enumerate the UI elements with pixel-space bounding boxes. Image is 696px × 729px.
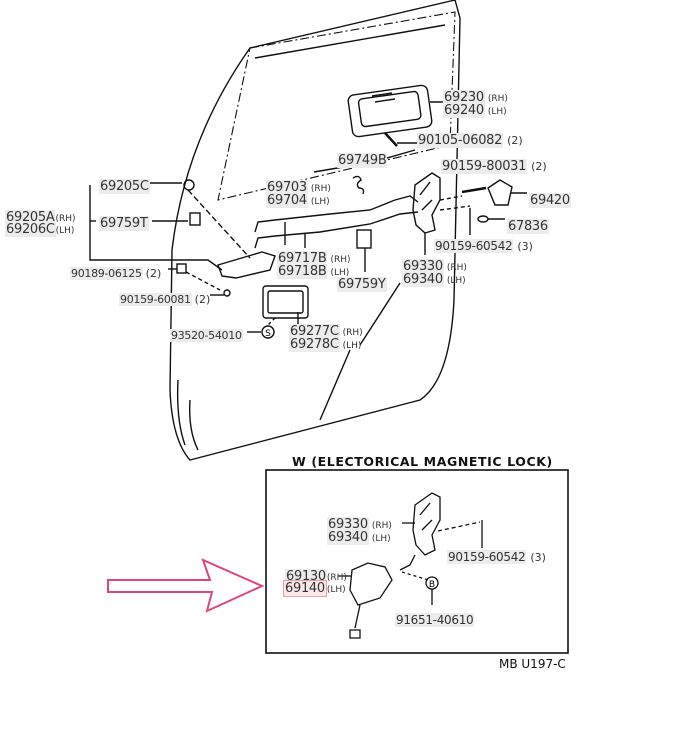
part-label: 69759Y	[337, 277, 387, 292]
pink-arrow-annotation	[107, 558, 265, 613]
part-label: 69278C(LH)	[289, 337, 362, 352]
symbol-s: S	[265, 329, 271, 339]
part-label: 69277C(RH)	[289, 324, 363, 339]
part-label: 69717B(RH)	[277, 251, 351, 266]
inset-lock-actuator	[349, 562, 393, 639]
part-label: 90189-06125(2)	[70, 267, 162, 280]
part-label: 69703(RH)	[266, 180, 331, 195]
part-label: 90159-60542(3)	[434, 239, 533, 253]
door-lock-assembly	[412, 172, 441, 234]
diagram-code: MB U197-C	[499, 657, 566, 671]
inset-title: W (ELECTORICAL MAGNETIC LOCK)	[292, 454, 553, 469]
part-label: 93520-54010	[170, 329, 243, 342]
door-outline	[169, 0, 461, 461]
part-label: 90105-06082(2)	[417, 133, 523, 148]
part-label: 69205C	[99, 179, 150, 194]
inset-part-label: 69340(LH)	[327, 530, 391, 545]
part-label: 69330(RH)	[402, 259, 467, 274]
rod-lower	[254, 211, 419, 249]
rod-upper	[254, 195, 419, 233]
outside-handle	[347, 84, 433, 138]
highlighted-part-label: 69140(LH)	[283, 580, 346, 597]
inside-lock-lever	[217, 251, 276, 279]
part-label: 67836	[507, 219, 549, 234]
part-label: 69206C(LH)	[5, 222, 75, 237]
inside-handle	[262, 285, 309, 319]
part-label: 69205A(RH)	[5, 210, 76, 225]
part-label: 69230(RH)	[443, 90, 508, 105]
part-label: 69759T	[99, 216, 149, 231]
part-label: 69340(LH)	[402, 272, 466, 287]
inset-box	[265, 469, 569, 654]
inset-part-label: 91651-40610	[395, 613, 475, 627]
part-label: 69420	[529, 193, 571, 208]
part-label: 69749B	[337, 153, 388, 168]
part-label: 90159-80031(2)	[441, 159, 547, 174]
inset-door-lock-assembly	[412, 492, 441, 556]
part-label: 69240(LH)	[443, 103, 507, 118]
part-label: 69718B(LH)	[277, 264, 350, 279]
inset-part-label: 69330(RH)	[327, 517, 392, 532]
part-label: 69704(LH)	[266, 193, 330, 208]
inset-part-label: 90159-60542(3)	[447, 550, 546, 564]
symbol-b: B	[429, 580, 435, 590]
part-label: 90159-60081(2)	[119, 293, 211, 306]
